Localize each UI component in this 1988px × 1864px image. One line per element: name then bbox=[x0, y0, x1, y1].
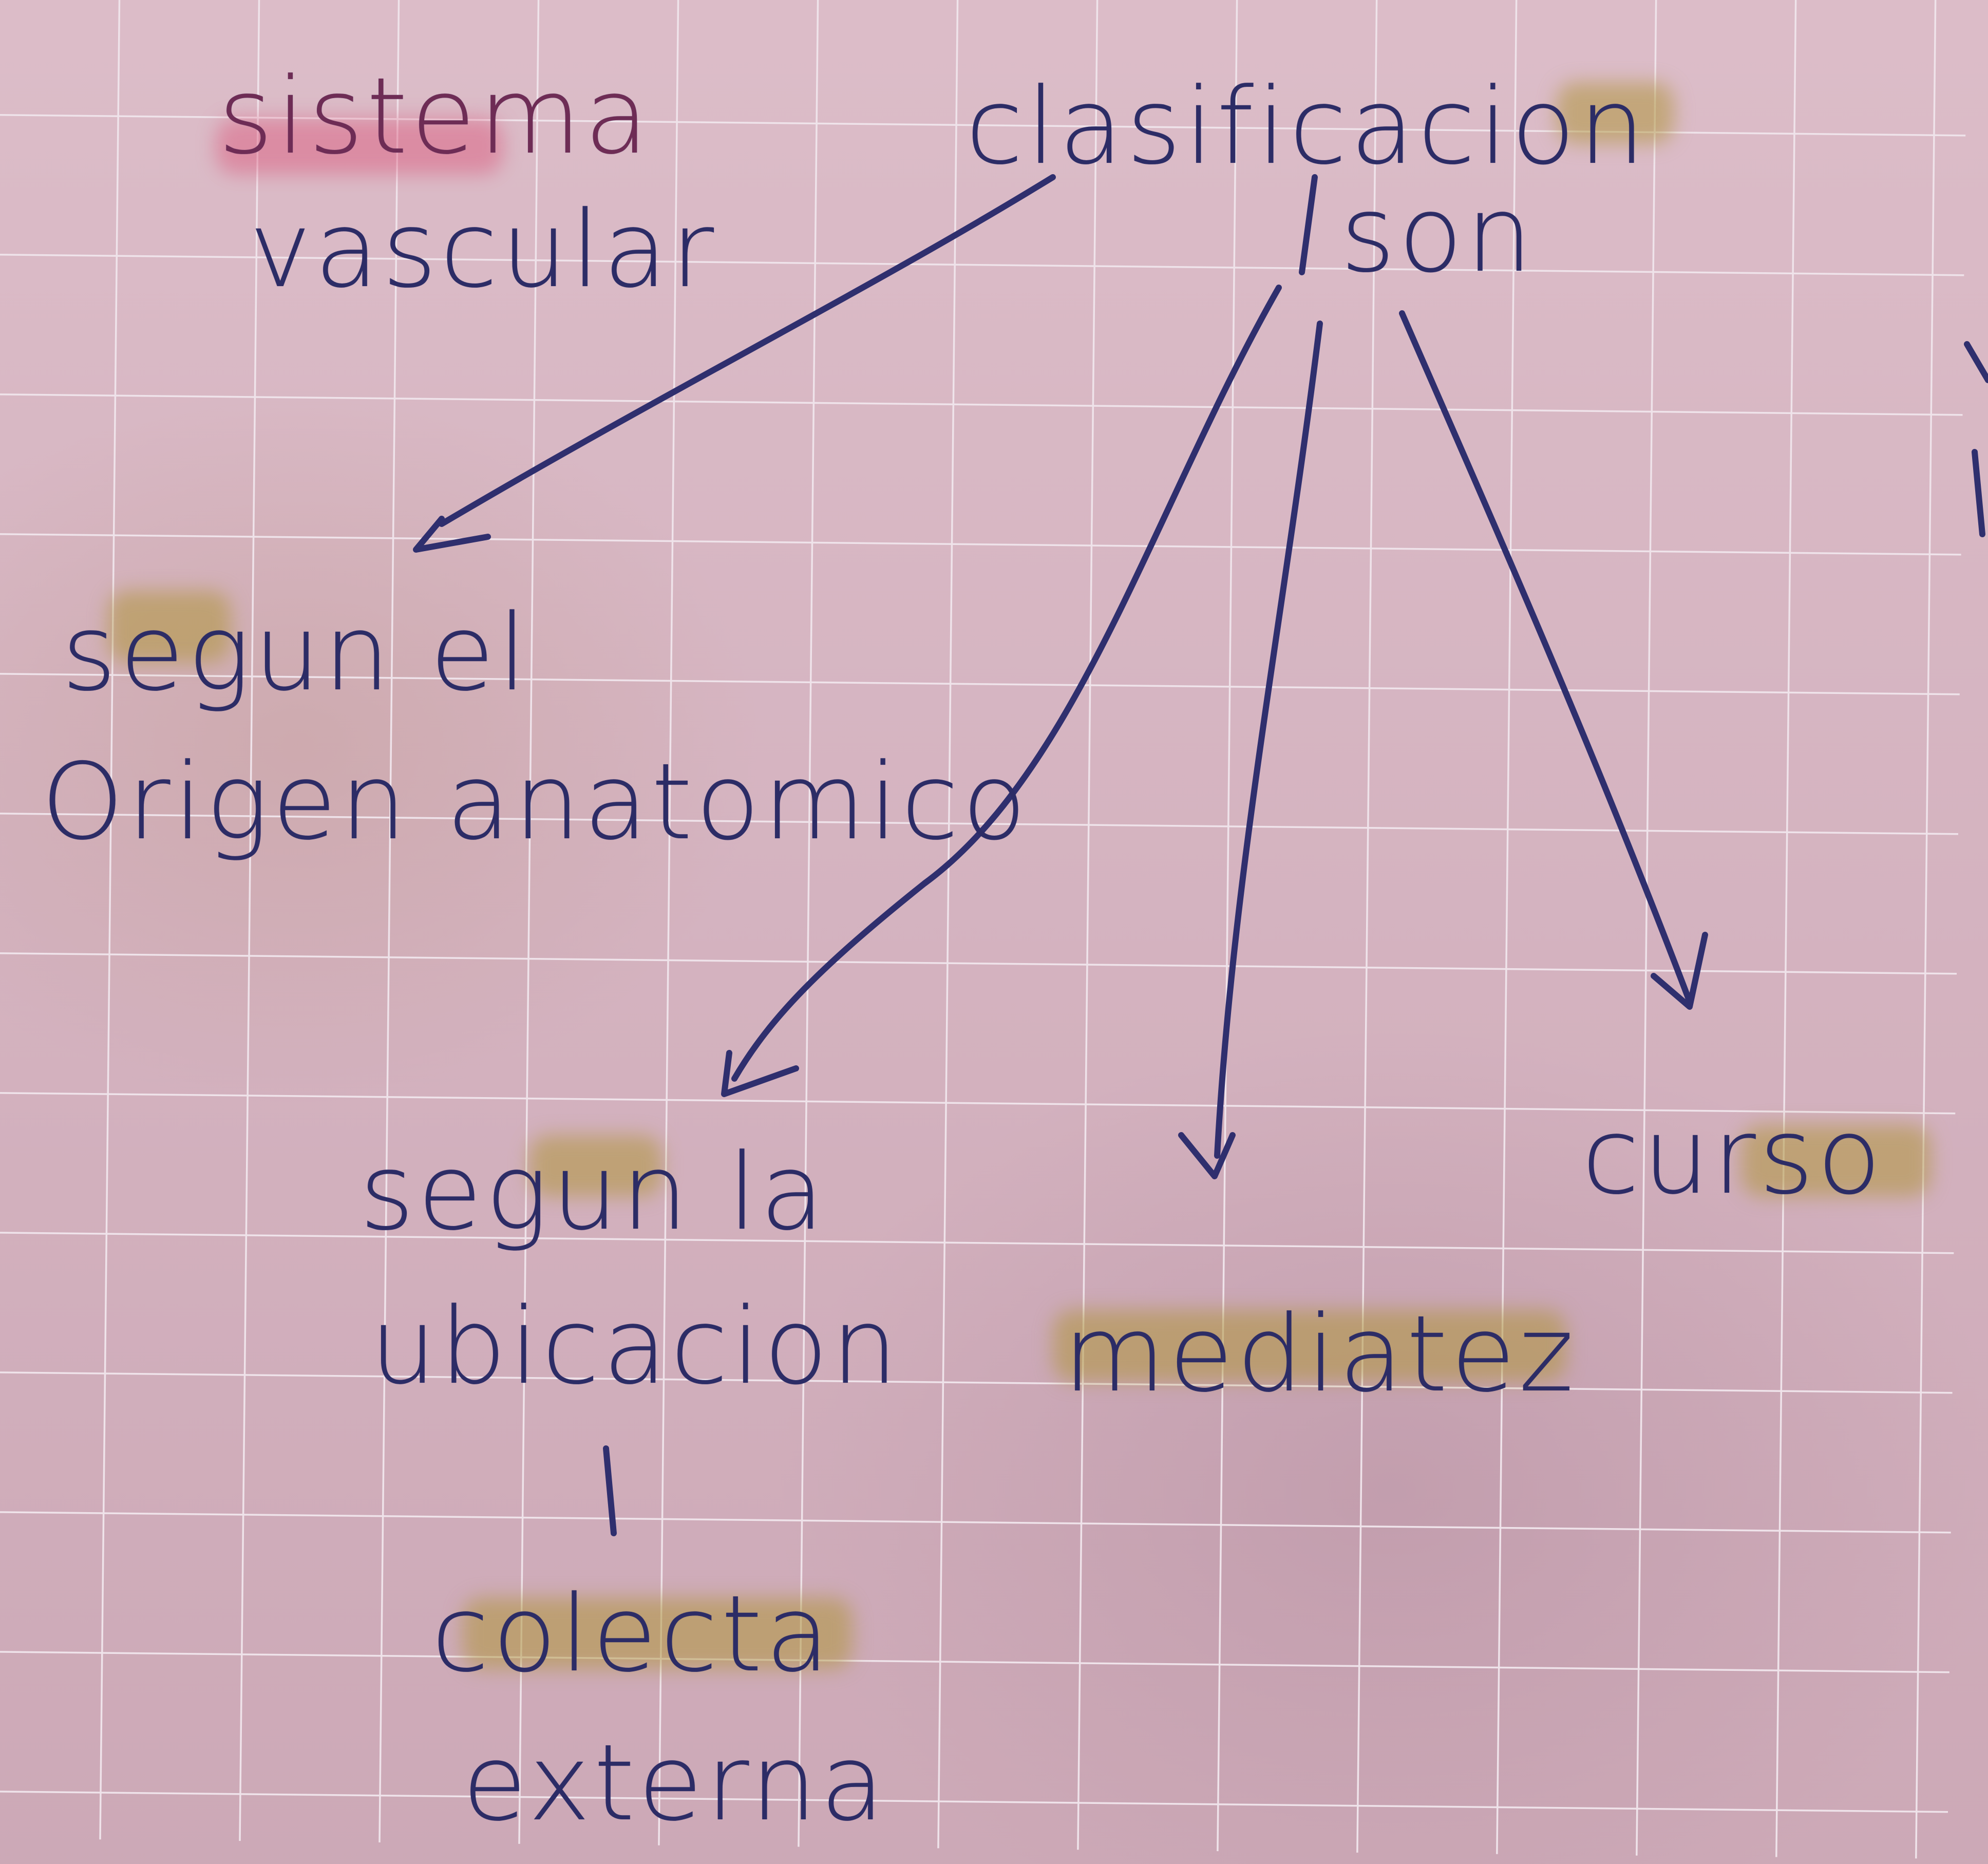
highlight-segun-la bbox=[529, 1135, 662, 1197]
son-stroke bbox=[1299, 174, 1318, 275]
arrow-to-origen bbox=[439, 174, 1056, 527]
title-line-2: vascular bbox=[249, 189, 717, 311]
highlight-sistema bbox=[216, 118, 503, 175]
root-label: clasificacion bbox=[965, 66, 1649, 188]
highlight-colecta bbox=[462, 1597, 853, 1669]
mediatez-label: mediatez bbox=[1063, 1293, 1577, 1416]
arrowhead-ubicacion bbox=[721, 1050, 799, 1097]
highlight-clasificacion bbox=[1556, 82, 1674, 144]
highlight-mediatez bbox=[1053, 1310, 1566, 1382]
arrowhead-curso bbox=[1651, 932, 1708, 1010]
edge-mark bbox=[1964, 341, 1988, 537]
arrow-to-mediatez bbox=[1214, 321, 1323, 1159]
title-line-1: sistema bbox=[218, 55, 652, 178]
colecta-line-2: externa bbox=[462, 1722, 888, 1844]
arrow-to-curso bbox=[1399, 310, 1693, 1005]
ubicacion-line-1: segun la bbox=[359, 1132, 828, 1254]
origen-line-2: Origen anatomico bbox=[41, 741, 1030, 863]
highlight-segun-el bbox=[108, 591, 231, 663]
arrowhead-mediatez bbox=[1178, 1132, 1236, 1179]
line-to-colecta bbox=[603, 1445, 617, 1536]
colecta-line-1: colecta bbox=[431, 1573, 833, 1696]
curso-label: curso bbox=[1582, 1096, 1885, 1218]
ubicacion-line-2: ubicacion bbox=[370, 1286, 901, 1408]
arrowhead-origen bbox=[413, 516, 491, 553]
origen-line-1: segun el bbox=[62, 592, 531, 714]
highlight-curso bbox=[1741, 1125, 1931, 1197]
arrow-to-ubicacion bbox=[731, 285, 1282, 1082]
root-connector: son bbox=[1340, 174, 1536, 296]
